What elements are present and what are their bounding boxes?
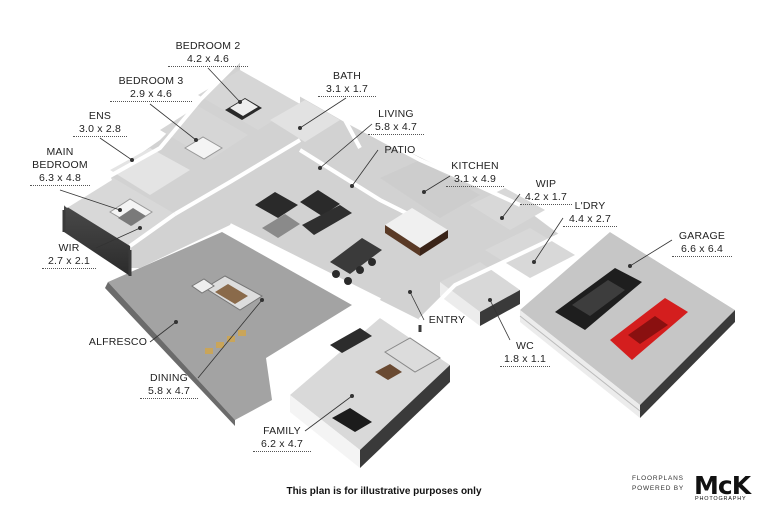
bedroom2-bed — [225, 98, 262, 120]
wall-sides — [62, 210, 422, 332]
label-alfresco: ALFRESCO — [88, 336, 148, 348]
label-main-bedroom: MAIN BEDROOM 6.3 x 4.8 — [30, 146, 90, 186]
label-bedroom3: BEDROOM 3 2.9 x 4.6 — [110, 75, 192, 102]
label-patio: PATIO — [384, 144, 416, 156]
label-dining: DINING 5.8 x 4.7 — [140, 372, 198, 399]
label-ens: ENS 3.0 x 2.8 — [73, 110, 127, 137]
label-garage: GARAGE 6.6 x 6.4 — [672, 230, 732, 257]
red-car — [610, 298, 688, 360]
laundry-floor — [485, 228, 575, 278]
living-sofas — [255, 190, 352, 238]
footer-disclaimer: This plan is for illustrative purposes o… — [286, 486, 482, 497]
label-living: LIVING 5.8 x 4.7 — [368, 108, 424, 135]
label-kitchen: KITCHEN 3.1 x 4.9 — [446, 160, 504, 187]
main-bedroom-bed — [109, 198, 153, 226]
brand-logo: FLOORPLANS POWERED BY McK PHOTOGRAPHY — [632, 471, 751, 502]
black-car — [555, 268, 642, 330]
label-bath: BATH 3.1 x 1.7 — [318, 70, 376, 97]
label-wip: WIP 4.2 x 1.7 — [520, 178, 572, 205]
kitchen-island — [385, 208, 448, 256]
label-entry: ENTRY — [428, 314, 466, 326]
label-wc: WC 1.8 x 1.1 — [500, 340, 550, 367]
label-bedroom2: BEDROOM 2 4.2 x 4.6 — [168, 40, 248, 67]
label-wir: WIR 2.7 x 2.1 — [42, 242, 96, 269]
dining-table — [330, 238, 382, 285]
label-family: FAMILY 6.2 x 4.7 — [253, 425, 311, 452]
label-laundry: L'DRY 4.4 x 2.7 — [563, 200, 617, 227]
